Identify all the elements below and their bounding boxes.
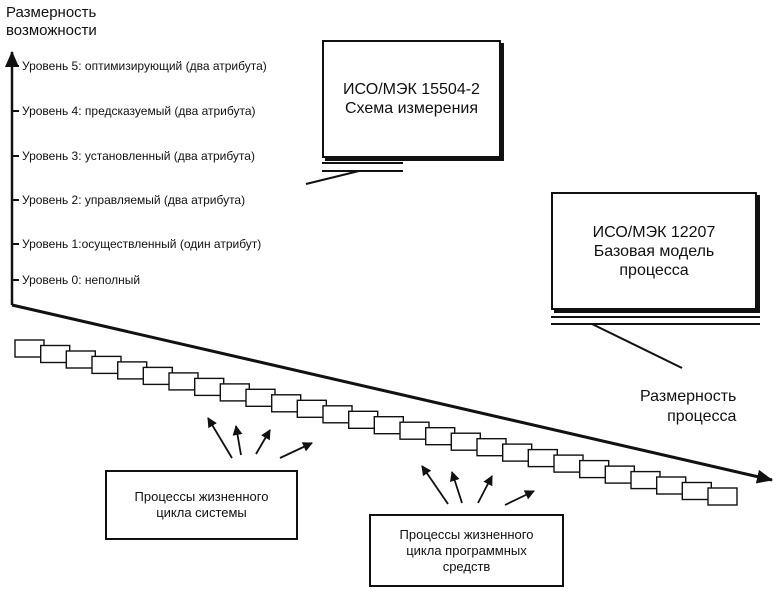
system-arrow-1 xyxy=(207,417,233,459)
process-model-box-line3: процесса xyxy=(619,261,689,279)
capability-axis-title-line1: Размерность xyxy=(6,4,97,21)
process-step-box xyxy=(707,487,738,506)
measurement-framework-box: ИСО/МЭК 15504-2 Схема измерения xyxy=(322,40,501,158)
process-model-box-line2: Базовая модель xyxy=(593,242,715,260)
level-5-label: Уровень 5: оптимизирующий (два атрибута) xyxy=(22,59,267,73)
process-step-box xyxy=(425,427,456,446)
process-step-box xyxy=(579,459,610,479)
process-step-box xyxy=(193,377,225,397)
process-step-box xyxy=(296,399,327,418)
process-axis-title: Размерность процесса xyxy=(640,387,736,427)
software-arrow-3 xyxy=(477,475,493,504)
capability-axis-title: Размерность возможности xyxy=(6,4,97,40)
process-step-box xyxy=(527,448,558,468)
process-step-box xyxy=(348,410,379,429)
process-axis-title-line1: Размерность xyxy=(640,388,737,405)
process-step-box xyxy=(681,481,712,501)
process-step-box xyxy=(91,355,122,375)
software-processes-line3: средств xyxy=(442,558,491,574)
process-step-box xyxy=(630,470,661,490)
software-arrow-4 xyxy=(504,490,535,506)
process-step-box xyxy=(168,372,199,391)
process-step-box xyxy=(476,438,507,457)
process-step-box xyxy=(553,454,584,473)
process-step-box xyxy=(373,416,404,435)
system-processes-line2: цикла системы xyxy=(156,505,247,520)
level-1-label: Уровень 1:осуществленный (один атрибут) xyxy=(22,237,262,251)
process-step-box xyxy=(65,350,97,369)
software-processes-line2: цикла программных xyxy=(406,542,527,558)
software-processes-line1: Процессы жизненного xyxy=(399,526,534,542)
process-step-box xyxy=(450,432,481,451)
software-processes-box: Процессы жизненного цикла программных ср… xyxy=(369,514,564,587)
level-2-label: Уровень 2: управляемый (два атрибута) xyxy=(22,193,246,207)
process-step-box xyxy=(142,366,174,386)
process-axis-title-line2: процесса xyxy=(667,408,737,425)
system-processes-box: Процессы жизненного цикла системы xyxy=(105,470,298,540)
system-arrow-3 xyxy=(255,429,271,455)
measurement-box-line1: ИСО/МЭК 15504-2 xyxy=(343,81,480,98)
process-axis-line xyxy=(11,303,773,484)
measurement-box-line2: Схема измерения xyxy=(344,100,479,117)
system-arrow-2 xyxy=(232,425,243,456)
process-step-box xyxy=(271,394,302,413)
process-model-box: ИСО/МЭК 12207 Базовая модель процесса xyxy=(551,192,757,310)
system-processes-line1: Процессы жизненного xyxy=(134,489,269,504)
process-model-box-line1: ИСО/МЭК 12207 xyxy=(592,223,716,241)
process-step-box xyxy=(245,388,276,407)
process-step-box xyxy=(40,344,71,364)
process-step-box xyxy=(219,383,251,402)
process-step-box xyxy=(604,465,635,484)
measurement-connector xyxy=(305,170,360,185)
level-0-label: Уровень 0: неполный xyxy=(22,273,141,287)
process-step-box xyxy=(502,443,533,462)
level-3-label: Уровень 3: установленный (два атрибута) xyxy=(22,149,255,163)
software-arrow-1 xyxy=(421,465,449,505)
capability-axis-title-line2: возможности xyxy=(6,22,97,39)
process-step-box xyxy=(656,476,687,495)
level-ticks xyxy=(12,65,19,281)
level-4-label: Уровень 4: предсказуемый (два атрибута) xyxy=(22,104,256,118)
process-step-box xyxy=(399,421,430,440)
system-arrow-4 xyxy=(279,442,313,459)
process-model-connector xyxy=(591,323,683,369)
process-step-box xyxy=(116,361,148,380)
process-step-box xyxy=(14,339,45,358)
process-steps xyxy=(14,339,738,506)
process-step-box xyxy=(322,405,353,424)
software-arrow-2 xyxy=(450,471,463,504)
